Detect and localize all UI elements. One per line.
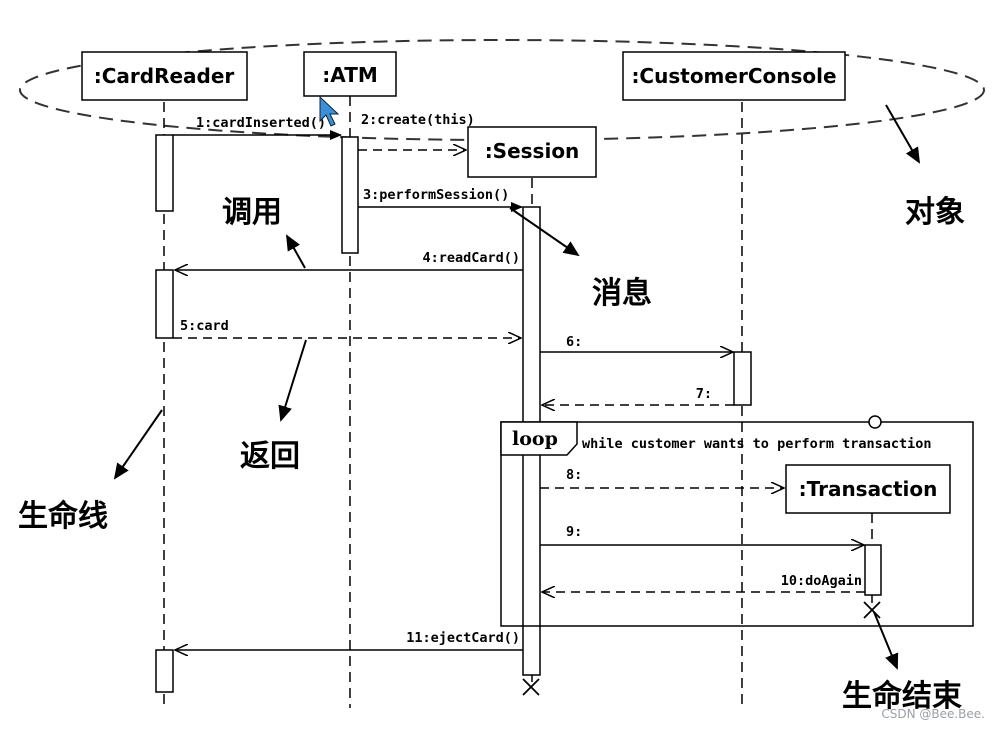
annotation-message: 消息 [592, 276, 652, 311]
object-transaction[interactable]: :Transaction [785, 464, 951, 514]
loop-operator: loop [512, 428, 558, 450]
object-label: :Session [485, 139, 580, 163]
message-label-11: 11:ejectCard() [406, 630, 520, 646]
message-label-8: 8: [566, 467, 582, 483]
annotation-arrows [113, 104, 921, 670]
pointer-lifeline [113, 409, 163, 480]
activation-cardreader-3 [155, 649, 174, 693]
message-label-2: 2:create(this) [361, 112, 475, 128]
annotation-labels: 调用 对象 消息 返回 生命线 生命结束 [18, 195, 965, 714]
pointer-message [509, 207, 580, 257]
message-label-10: 10:doAgain [781, 573, 862, 589]
mouse-cursor-icon [319, 95, 340, 127]
object-session[interactable]: :Session [467, 126, 597, 178]
message-labels: 1:cardInserted() 2:create(this) 3:perfor… [180, 112, 862, 646]
message-label-4: 4:readCard() [422, 250, 520, 266]
destruction-marks [522, 601, 881, 696]
object-label: :CustomerConsole [631, 64, 836, 88]
object-atm[interactable]: :ATM [303, 51, 397, 97]
loop-fragment: loop while customer wants to perform tra… [500, 415, 974, 627]
annotation-call: 调用 [222, 195, 282, 230]
message-label-1: 1:cardInserted() [196, 115, 326, 131]
watermark: CSDN @Bee.Bee. [881, 707, 985, 721]
activation-customerconsole [733, 351, 752, 406]
pointer-object [885, 104, 921, 164]
annotation-end-of-life: 生命结束 [842, 679, 962, 714]
message-label-9: 9: [566, 524, 582, 540]
annotation-lifeline: 生命线 [18, 499, 108, 534]
activation-cardreader-2 [155, 269, 174, 339]
pointer-call [286, 234, 306, 269]
object-label: :CardReader [94, 64, 235, 88]
lifelines [163, 96, 873, 708]
activation-cardreader-1 [155, 134, 174, 212]
fragment-handle[interactable] [868, 415, 882, 429]
annotation-object: 对象 [905, 195, 965, 230]
object-customerconsole[interactable]: :CustomerConsole [622, 51, 846, 101]
loop-operator-tab [500, 421, 578, 456]
annotation-return: 返回 [240, 439, 300, 474]
message-label-7: 7: [696, 386, 712, 402]
object-label: :ATM [322, 63, 377, 87]
loop-guard: while customer wants to perform transact… [582, 436, 932, 452]
object-cardreader[interactable]: :CardReader [81, 51, 248, 101]
activation-transaction [864, 544, 882, 596]
pointer-end-of-life [873, 611, 899, 670]
message-label-6: 6: [566, 334, 582, 350]
destroy-x-transaction [863, 601, 881, 619]
message-label-3: 3:performSession() [363, 187, 509, 203]
messages [173, 130, 865, 650]
message-label-5: 5:card [180, 318, 229, 334]
object-label: :Transaction [799, 477, 938, 501]
pointer-return [278, 339, 307, 422]
destroy-x-session [522, 678, 540, 696]
activation-atm [341, 136, 359, 254]
